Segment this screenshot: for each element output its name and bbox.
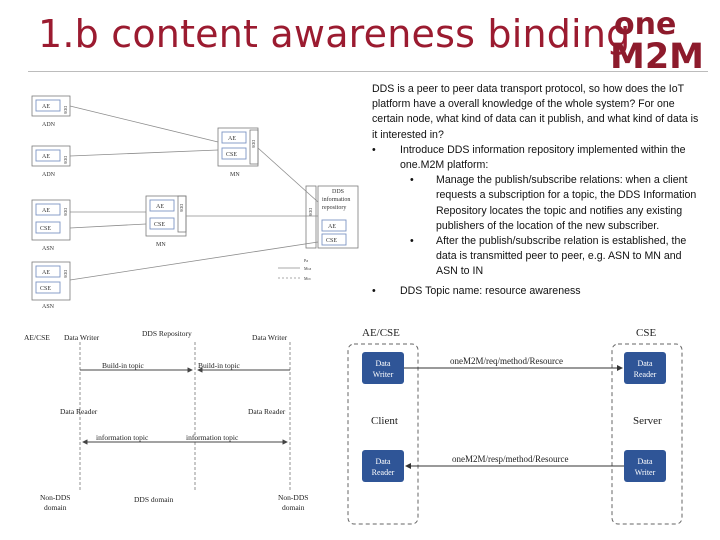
client-server-diagram: AE/CSE CSE Data Writer Data Reader Data … [347,327,683,525]
legend-prefix: Pa [304,258,308,263]
repo-label-line: repository [322,205,346,211]
arch-dds-tag: DDS [63,156,68,164]
cs-response-path: oneM2M/resp/method/Resource [452,454,568,464]
arch-ae-label: AE [42,104,50,110]
arch-mn-label: MN [230,172,240,178]
nondds-right-line: domain [282,503,305,512]
arch-cse-label: CSE [326,238,337,244]
sub-bullet-item: • Manage the publish/subscribe relations:… [372,173,702,234]
sub-bullet-item: • After the publish/subscribe relation is… [372,234,702,280]
cs-client-container [347,343,419,525]
repo-writer-left: Data Writer [64,333,100,342]
arch-dds-tag: DDS [179,204,184,212]
nondds-left-line: domain [44,503,67,512]
cs-client-label: Client [371,415,398,427]
arch-cse-label: CSE [226,152,237,158]
arch-ae-label: AE [228,136,236,142]
title-divider [28,71,708,72]
arch-adn-label: ADN [42,172,56,178]
cs-box-text: Writer [635,468,656,477]
bullet-dot: • [410,174,414,187]
arch-ae-label: AE [42,208,50,214]
architecture-diagram: AE AE AE CSE AE CSE AE CSE AE CSE AE CSE… [31,95,359,310]
cs-right-header: CSE [636,327,656,339]
build-topic-left: Build-in topic [102,361,145,370]
arch-ae-label: AE [42,154,50,160]
bullet-text: DDS Topic name: resource awareness [400,284,581,297]
onem2m-logo: one M2M [610,7,704,70]
cs-box-text: Writer [373,370,394,379]
repo-title: DDS Repository [142,330,192,338]
build-topic-right: Build-in topic [198,361,241,370]
bullet-list: DDS is a peer to peer data transport pro… [372,82,702,299]
cs-box-text: Data [375,457,391,466]
arch-ae-label: AE [156,204,164,210]
arch-cse-label: CSE [154,222,165,228]
logo-text-one: one [614,7,676,42]
legend-mcc: Mcc [304,276,311,281]
cs-server-label: Server [633,415,662,427]
bullet-dot: • [372,284,376,297]
arch-dds-tag: DDS [63,106,68,114]
arch-adn-label: ADN [42,122,56,128]
arch-cse-label: CSE [40,286,51,292]
arch-mn-label: MN [156,242,166,248]
cs-box-text: Reader [372,468,395,477]
arch-cse-label: CSE [40,226,51,232]
arch-asn-label: ASN [42,246,55,252]
sub-bullet-text: Manage the publish/subscribe relations: … [436,174,697,232]
arch-ae-label: AE [42,270,50,276]
bullet-dot: • [372,143,376,156]
arch-dds-tag: DDS [251,140,256,148]
info-topic-left: information topic [96,433,149,442]
bullet-dot: • [410,235,414,248]
arch-asn-label: ASN [42,304,55,310]
sub-bullet-text: After the publish/subscribe relation is … [436,235,687,278]
cs-left-top-box [362,352,404,384]
nondds-right-line: Non-DDS [278,493,308,502]
bullet-item: • Introduce DDS information repository im… [372,143,702,173]
nondds-left-line: Non-DDS [40,493,70,502]
cs-box-text: Data [637,359,653,368]
cs-server-container [611,343,683,525]
cs-box-text: Reader [634,370,657,379]
repo-writer-right: Data Writer [252,333,288,342]
arch-dds-tag: DDS [63,270,68,278]
cs-left-header: AE/CSE [362,327,400,339]
dds-domain-label: DDS domain [134,495,174,504]
cs-right-top-box [624,352,666,384]
reader-left: Data Reader [60,407,98,416]
legend-mca: Mca [304,266,311,271]
page-title: 1.b content awareness binding [38,12,631,56]
cs-left-bottom-box [362,450,404,482]
info-topic-right: information topic [186,433,239,442]
repository-diagram: AE/CSE Data Writer DDS Repository Data W… [24,330,308,512]
repo-aecse-label: AE/CSE [24,333,50,342]
cs-box-text: Data [375,359,391,368]
intro-paragraph: DDS is a peer to peer data transport pro… [372,83,699,141]
cs-right-bottom-box [624,450,666,482]
arch-dds-tag: DDS [63,208,68,216]
repo-label-line: information [322,196,350,203]
repo-label-line: DDS [332,189,344,195]
bullet-text: Introduce DDS information repository imp… [400,143,686,172]
bullet-item: • DDS Topic name: resource awareness [372,284,702,299]
arch-dds-tag: DDS [308,208,313,216]
logo-text-m2m: M2M [610,37,704,70]
arch-ae-label: AE [328,224,336,230]
cs-request-path: oneM2M/req/method/Resource [450,356,563,366]
cs-box-text: Data [637,457,653,466]
reader-right: Data Reader [248,407,286,416]
